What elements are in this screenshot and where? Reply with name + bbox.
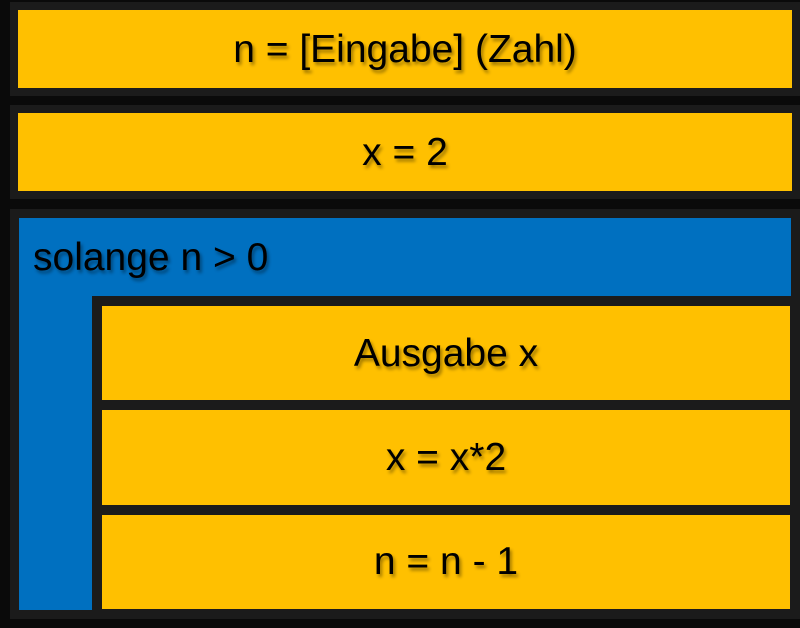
- loop-condition: solange n > 0: [19, 218, 791, 296]
- input-block: n = [Eingabe] (Zahl): [10, 2, 800, 96]
- loop-body-statement-multiply-label: x = x*2: [385, 435, 507, 479]
- loop-body-statement-output: Ausgabe x: [102, 306, 790, 401]
- while-loop-block: solange n > 0 Ausgabe x x = x*2 n = n - …: [10, 209, 800, 619]
- assignment-block: x = 2: [10, 105, 800, 199]
- loop-body-statement-decrement-label: n = n - 1: [373, 540, 519, 584]
- input-block-label: n = [Eingabe] (Zahl): [233, 27, 577, 71]
- loop-body-statement-multiply: x = x*2: [102, 410, 790, 505]
- assignment-block-label: x = 2: [362, 130, 448, 174]
- loop-body-statement-output-label: Ausgabe x: [353, 331, 539, 375]
- loop-condition-label: solange n > 0: [33, 235, 269, 279]
- loop-body: Ausgabe x x = x*2 n = n - 1: [92, 296, 800, 619]
- loop-body-statement-decrement: n = n - 1: [102, 514, 790, 609]
